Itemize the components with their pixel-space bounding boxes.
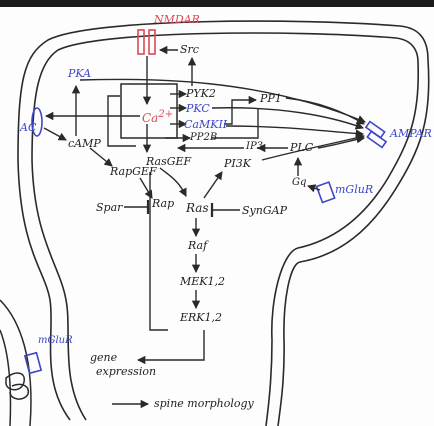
pka-label: PKA [68, 67, 92, 80]
src-label: Src [180, 43, 199, 56]
rap-label: Rap [152, 197, 175, 210]
nmdar-channel [137, 29, 156, 55]
left-dendrite-outline [0, 299, 32, 426]
rasgef-label: RasGEF [146, 155, 192, 168]
ampar-channel [364, 120, 388, 149]
syngap-label: SynGAP [242, 204, 287, 217]
calcium-box [120, 83, 178, 139]
ac-label: AC [20, 121, 37, 134]
erk-label: ERK1,2 [180, 311, 223, 324]
pp2b-label: PP2B [190, 132, 218, 143]
calcium-label: Ca2+ [142, 109, 174, 125]
gene-label: gene [90, 351, 118, 364]
ampar-label: AMPAR [390, 127, 432, 140]
mglur-left-label: mGluR [38, 335, 73, 346]
spine-morphology-label: spine morphology [154, 397, 254, 410]
gq-label: Gq [292, 177, 307, 188]
ip3-label: IP3 [246, 141, 264, 152]
pi3k-label: PI3K [224, 157, 251, 170]
pyk2-label: PYK2 [186, 87, 216, 100]
mek-label: MEK1,2 [180, 275, 226, 288]
spar-label: Spar [96, 201, 123, 214]
plc-label: PLC [290, 141, 314, 154]
nmdar-label: NMDAR [154, 13, 200, 26]
ras-label: Ras [186, 201, 209, 215]
ac-enzyme [31, 107, 43, 137]
window-top-strip [0, 0, 434, 7]
pkc-label: PKC [186, 102, 210, 115]
camp-label: cAMP [68, 137, 101, 150]
expression-label: expression [96, 365, 157, 378]
spine-membrane-outline [17, 20, 430, 426]
rapgef-label: RapGEF [110, 165, 157, 178]
mglur-left-receptor [23, 351, 43, 375]
mglur-receptor [315, 181, 336, 204]
pathway-arrows [43, 45, 366, 409]
pp1-label: PP1 [260, 92, 282, 105]
raf-label: Raf [188, 239, 208, 252]
mglur-label: mGluR [335, 183, 374, 196]
camkii-label: CaMKII [184, 118, 228, 131]
